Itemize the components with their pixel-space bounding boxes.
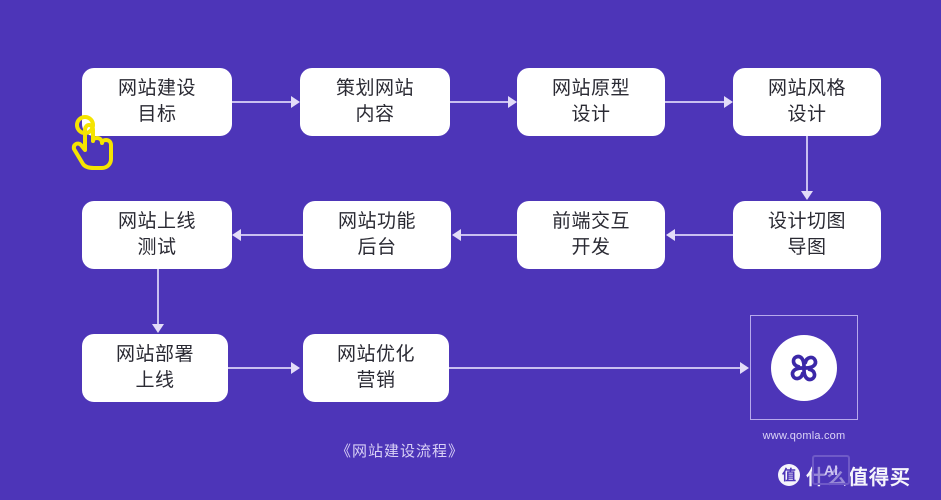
arrowhead-deploy-to-marketing [291, 362, 300, 374]
node-deploy-online[interactable]: 网站部署 上线 [82, 334, 228, 402]
node-optimization-marketing[interactable]: 网站优化 营销 [303, 334, 449, 402]
node-label-line-2: 开发 [571, 237, 611, 258]
node-label-line-1: 策划网站 [335, 77, 414, 99]
node-backend-functions[interactable]: 网站功能 后台 [303, 201, 451, 269]
flowchart-caption: 《网站建设流程》 [335, 443, 464, 460]
node-label-line-2: 营销 [356, 370, 396, 391]
node-design-cutting[interactable]: 设计切图 导图 [733, 201, 881, 269]
node-label-line-1: 网站优化 [336, 343, 415, 365]
arrowhead-marketing-to-logo [740, 362, 749, 374]
arrowhead-testing-to-deploy [152, 324, 164, 333]
arrowhead-content-to-prototype [508, 96, 517, 108]
node-label-line-1: 网站原型 [551, 77, 630, 99]
connector-deploy-to-marketing [228, 367, 295, 369]
connector-content-to-prototype [450, 101, 512, 103]
connector-cutting-to-frontend [674, 234, 733, 236]
connector-goal-to-content [232, 101, 295, 103]
logo-frame [750, 315, 858, 420]
node-plan-content[interactable]: 策划网站 内容 [300, 68, 450, 136]
arrowhead-style-to-cutting [801, 191, 813, 200]
node-label-line-2: 设计 [571, 104, 611, 125]
connector-backend-to-testing [240, 234, 303, 236]
node-label-line-1: 网站部署 [115, 343, 194, 365]
node-label-line-2: 内容 [355, 104, 395, 125]
arrowhead-goal-to-content [291, 96, 300, 108]
node-website-goal[interactable]: 网站建设 目标 [82, 68, 232, 136]
arrowhead-prototype-to-style [724, 96, 733, 108]
node-label-line-2: 设计 [787, 104, 827, 125]
node-prototype-design[interactable]: 网站原型 设计 [517, 68, 665, 136]
arrowhead-backend-to-testing [232, 229, 241, 241]
node-label-line-1: 网站功能 [337, 210, 416, 232]
node-style-design[interactable]: 网站风格 设计 [733, 68, 881, 136]
site-url-label: www.qomla.com [762, 430, 846, 442]
node-label-line-1: 设计切图 [767, 210, 846, 232]
connector-style-to-cutting [806, 136, 808, 194]
connector-marketing-to-logo [449, 367, 742, 369]
node-label-line-1: 网站上线 [117, 210, 196, 232]
node-label-line-2: 测试 [137, 237, 177, 258]
node-label-line-2: 导图 [787, 237, 827, 258]
connector-frontend-to-backend [460, 234, 517, 236]
arrowhead-frontend-to-backend [452, 229, 461, 241]
logo-circle [771, 334, 837, 401]
watermark-badge-icon: 值 [778, 464, 800, 486]
ai-chip-label: AI [812, 455, 850, 485]
node-frontend-development[interactable]: 前端交互 开发 [517, 201, 665, 269]
hand-tap-cursor-icon [71, 115, 113, 170]
node-launch-testing[interactable]: 网站上线 测试 [82, 201, 232, 269]
arrowhead-cutting-to-frontend [666, 229, 675, 241]
connector-testing-to-deploy [157, 269, 159, 327]
node-label-line-1: 前端交互 [551, 210, 630, 232]
node-label-line-2: 上线 [135, 370, 175, 391]
node-label-line-2: 后台 [357, 237, 397, 258]
node-label-line-2: 目标 [137, 104, 177, 125]
connector-prototype-to-style [665, 101, 728, 103]
qomla-clover-icon [790, 354, 818, 381]
node-label-line-1: 网站风格 [767, 77, 846, 99]
node-label-line-1: 网站建设 [117, 77, 196, 99]
